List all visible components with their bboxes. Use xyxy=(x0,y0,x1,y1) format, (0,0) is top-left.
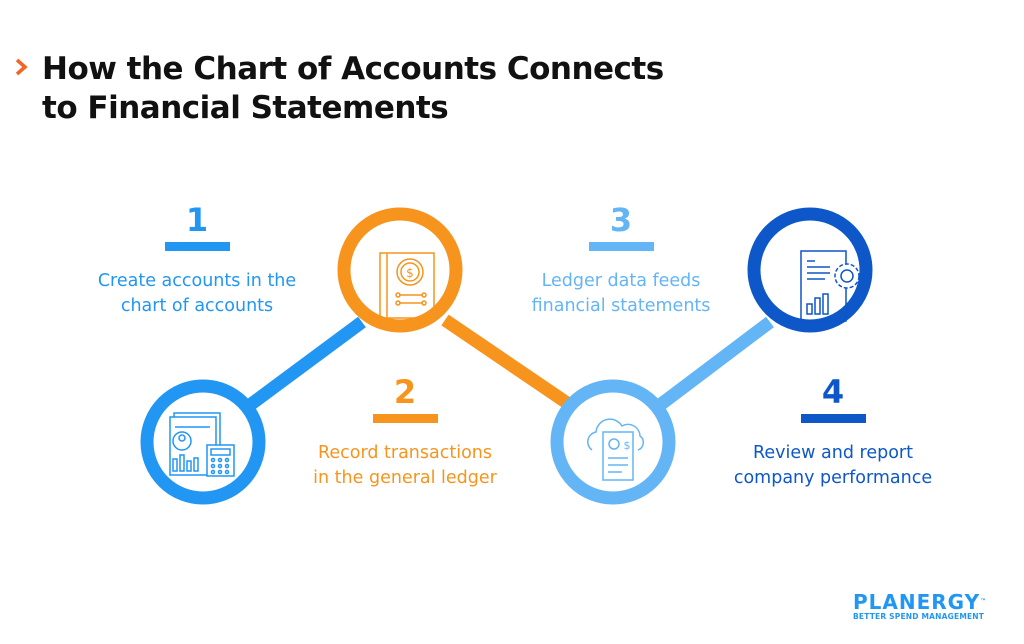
step-4: 4 Review and report company performance xyxy=(703,374,963,491)
step-description: Record transactions xyxy=(317,443,492,463)
step-description: Review and report xyxy=(753,443,913,463)
logo-trademark: ™ xyxy=(980,598,988,605)
step-description: Ledger data feeds xyxy=(541,271,701,291)
step-number: 3 xyxy=(609,201,633,239)
title-line-1: How the Chart of Accounts Connects xyxy=(42,51,664,87)
step-number: 1 xyxy=(185,201,209,239)
planergy-logo: PLANERGY™ BETTER SPEND MANAGEMENT xyxy=(853,592,987,621)
cloud-document-icon: $ xyxy=(587,418,644,481)
step-divider xyxy=(800,414,866,423)
step-description: Create accounts in the xyxy=(97,271,297,291)
step-2: 2 Record transactions in the general led… xyxy=(275,374,535,491)
ledger-book-icon: $ xyxy=(379,252,435,319)
step-divider xyxy=(164,242,230,251)
step-divider xyxy=(588,242,654,251)
connector-1-2 xyxy=(246,316,366,411)
page-title: How the Chart of Accounts Connects to Fi… xyxy=(42,50,664,128)
step-3: 3 Ledger data feeds financial statements xyxy=(491,202,751,319)
logo-brand: PLANERGY xyxy=(853,590,981,614)
report-gear-icon xyxy=(800,250,860,322)
step-description: chart of accounts xyxy=(120,296,274,316)
step-divider xyxy=(372,414,438,423)
chevron-right-icon xyxy=(15,58,28,76)
svg-text:$: $ xyxy=(406,266,414,280)
step-1: 1 Create accounts in the chart of accoun… xyxy=(67,202,327,319)
step-2-circle xyxy=(337,207,463,333)
step-number: 4 xyxy=(821,373,845,411)
step-description: company performance xyxy=(733,468,933,488)
logo-tagline: BETTER SPEND MANAGEMENT xyxy=(853,612,985,621)
report-calculator-icon xyxy=(169,412,235,477)
step-number: 2 xyxy=(393,373,417,411)
svg-text:$: $ xyxy=(624,439,631,452)
connector-3-4 xyxy=(656,316,774,411)
step-description: in the general ledger xyxy=(313,468,497,488)
title-line-2: to Financial Statements xyxy=(42,90,449,126)
step-description: financial statements xyxy=(531,296,711,316)
connector-2-3 xyxy=(441,314,574,411)
step-4-circle xyxy=(747,207,873,333)
